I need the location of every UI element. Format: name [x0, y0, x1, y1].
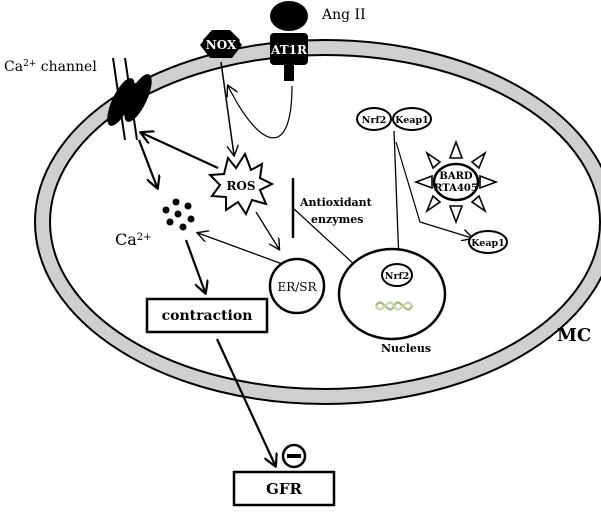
nucleus-label: Nucleus: [381, 342, 431, 355]
dna-helix-icon: [375, 301, 413, 311]
bard-sun: [413, 139, 499, 225]
nrf2-to-nucleus-arrow: [394, 130, 399, 262]
contraction-label: contraction: [162, 308, 253, 324]
ca-channel-label: Ca2+ channel: [4, 59, 97, 75]
nrf2-nucleus-node: [381, 263, 413, 287]
keap1-release-arrow: [395, 141, 472, 238]
antioxidant-label-line2: enzymes: [311, 213, 363, 226]
gfr-box: [232, 470, 336, 507]
nrf2-nucleus-label: Nrf2: [385, 271, 409, 282]
contraction-to-gfr-arrow: [216, 338, 275, 465]
bard-label-line1: BARD: [439, 171, 473, 182]
channel-to-ca-arrow: [137, 139, 157, 187]
calcium-ions: [162, 198, 195, 231]
ros-to-ersr-arrow: [255, 211, 279, 249]
antioxidant-line: [292, 207, 357, 267]
ros-label: ROS: [226, 179, 255, 193]
nox-to-ros-arrow: [220, 61, 234, 155]
nrf2-top-label: Nrf2: [362, 115, 386, 126]
ang-ii-ligand: [270, 1, 308, 31]
ersr-to-ca-arrow: [198, 233, 286, 266]
er-sr-label: ER/SR: [277, 280, 317, 294]
nucleus: [337, 247, 447, 341]
er-sr-organelle: [268, 257, 326, 315]
ros-starburst: [207, 151, 275, 217]
antioxidant-label-line1: Antioxidant: [299, 196, 373, 209]
bard-label-line2: RTA405: [434, 183, 478, 194]
ca-channel: [107, 57, 152, 141]
nrf2-top-node: [356, 107, 392, 131]
nox-label: NOX: [206, 38, 237, 52]
contraction-box: [145, 297, 269, 334]
keap1-top-label: Keap1: [395, 115, 429, 126]
at1r-to-nox-arrow: [228, 86, 293, 139]
ca-to-contraction-arrow: [184, 239, 205, 292]
inhibit-minus: [287, 454, 301, 458]
gfr-label: GFR: [266, 480, 302, 498]
at1r-stem: [284, 65, 294, 81]
ros-to-channel-arrow: [142, 133, 219, 169]
mc-label: MC: [557, 325, 591, 346]
nox-hexagon-shape: [200, 32, 242, 58]
at1r-label: AT1R: [270, 43, 308, 57]
keap1-top-node: [392, 107, 432, 131]
at1r-receptor: [270, 33, 308, 65]
keap1-right-node: [468, 230, 508, 254]
ca-ion-label: Ca2+: [115, 230, 152, 249]
keap1-right-label: Keap1: [471, 238, 505, 249]
ang-ii-label: Ang II: [321, 7, 366, 23]
